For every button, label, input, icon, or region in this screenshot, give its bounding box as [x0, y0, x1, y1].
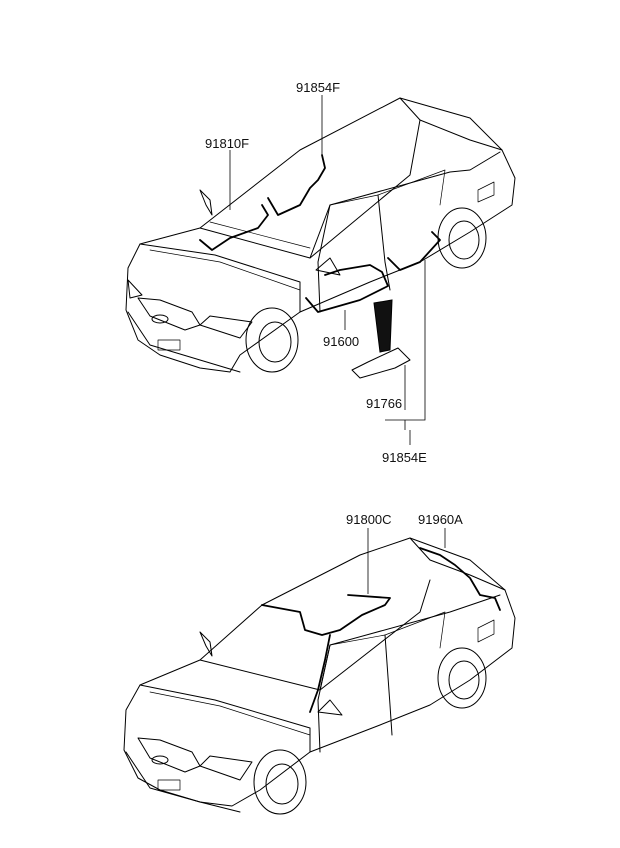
- part-label-91854F: 91854F: [296, 80, 340, 95]
- top-car-wiring: [199, 154, 441, 379]
- bottom-car: [123, 537, 516, 815]
- wire-91810F: [199, 204, 269, 251]
- part-label-91960A: 91960A: [418, 512, 463, 527]
- bottom-car-wiring: [261, 547, 501, 713]
- wire-91854F: [267, 154, 326, 216]
- part-label-91854E: 91854E: [382, 450, 427, 465]
- part-label-91800C: 91800C: [346, 512, 392, 527]
- wire-91854E: [387, 231, 441, 271]
- grommet-91766: [373, 299, 393, 353]
- wire-91600: [305, 264, 389, 313]
- part-label-91810F: 91810F: [205, 136, 249, 151]
- bottom-leaders: [367, 528, 446, 594]
- wire-91800C: [261, 594, 391, 713]
- part-label-91766: 91766: [366, 396, 402, 411]
- part-label-91600: 91600: [323, 334, 359, 349]
- top-leaders: [229, 95, 426, 445]
- wire-91960A: [419, 547, 501, 611]
- top-car: [125, 97, 516, 373]
- grommet-boot: [351, 347, 411, 379]
